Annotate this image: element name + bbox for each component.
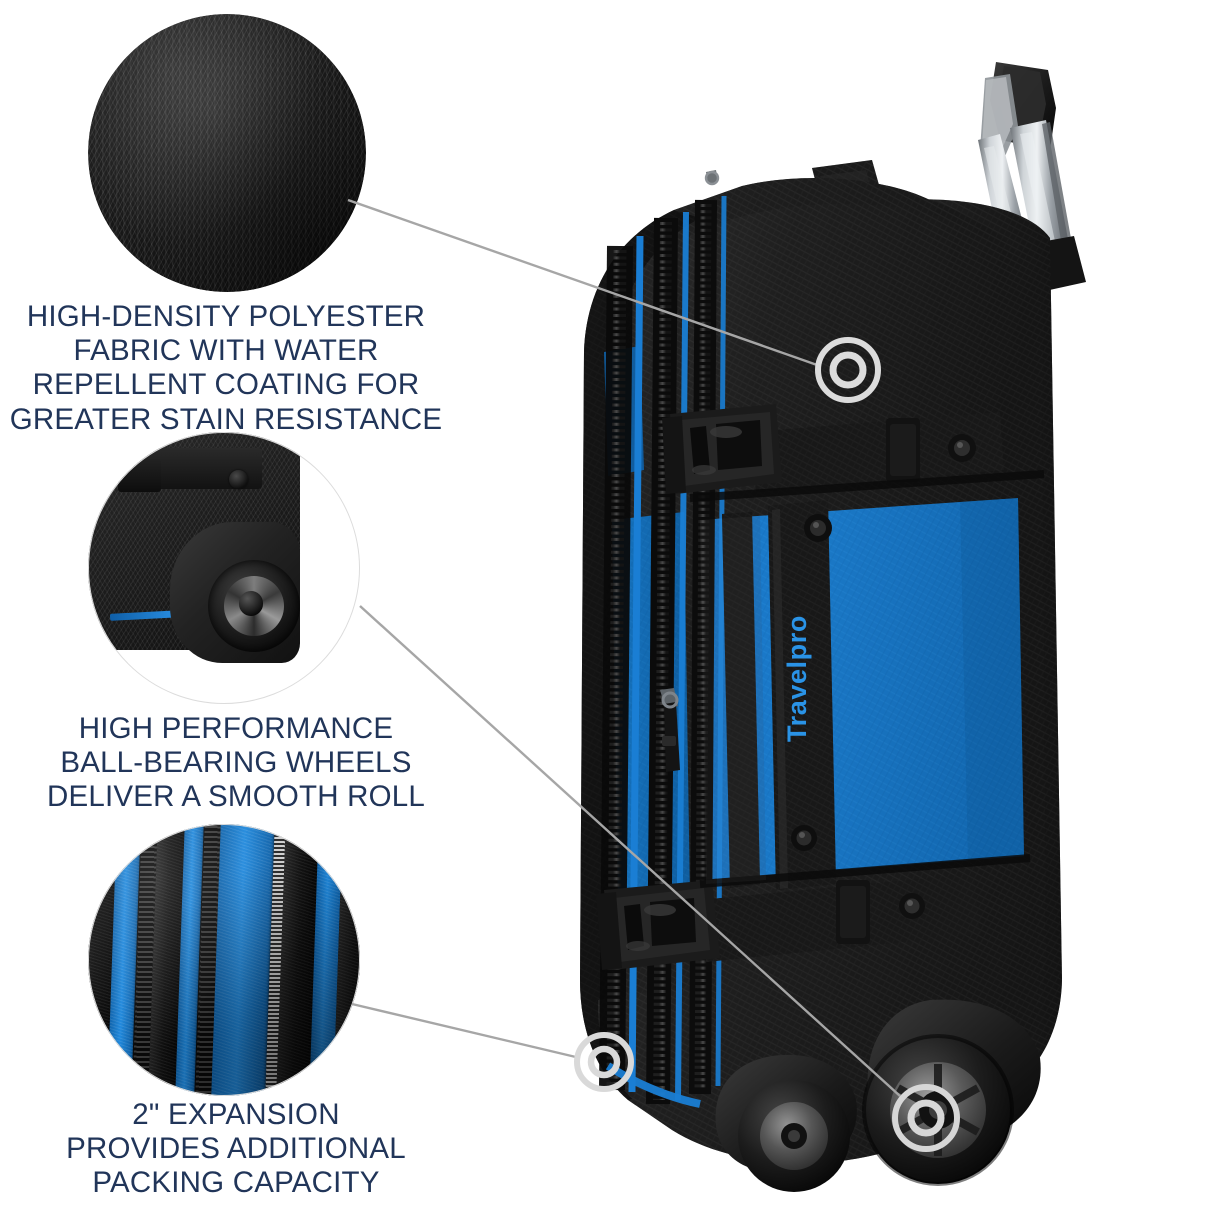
- wheel-closeup-loop: [117, 459, 162, 492]
- detail-circle-expansion: [88, 824, 360, 1096]
- lower-buckle[interactable]: [596, 880, 720, 970]
- zipper-pull-top[interactable]: [704, 170, 720, 186]
- caption-fabric: HIGH-DENSITY POLYESTER FABRIC WITH WATER…: [9, 300, 443, 436]
- caption-expansion: 2" EXPANSION PROVIDES ADDITIONAL PACKING…: [66, 1098, 406, 1200]
- upper-buckle[interactable]: [662, 404, 782, 494]
- expansion-closeup-shading: [88, 824, 360, 1096]
- caption-wheels: HIGH PERFORMANCE BALL-BEARING WHEELS DEL…: [47, 712, 425, 814]
- rear-wheel[interactable]: [715, 1054, 857, 1192]
- panel-highlight: [700, 516, 766, 884]
- detail-circle-wheel: [88, 432, 360, 704]
- fabric-weave-shading: [88, 14, 366, 292]
- svg-text:Travelpro: Travelpro: [782, 615, 812, 742]
- seam-upper: [689, 470, 1045, 502]
- wheel-closeup-hub: [238, 591, 264, 616]
- brand-logo: Travelpro: [782, 615, 812, 742]
- upper-compression-strap: [752, 412, 1004, 492]
- detail-circle-fabric: [88, 14, 366, 292]
- front-wheel[interactable]: [862, 1034, 1014, 1186]
- wheel-closeup-rivet: [229, 470, 249, 490]
